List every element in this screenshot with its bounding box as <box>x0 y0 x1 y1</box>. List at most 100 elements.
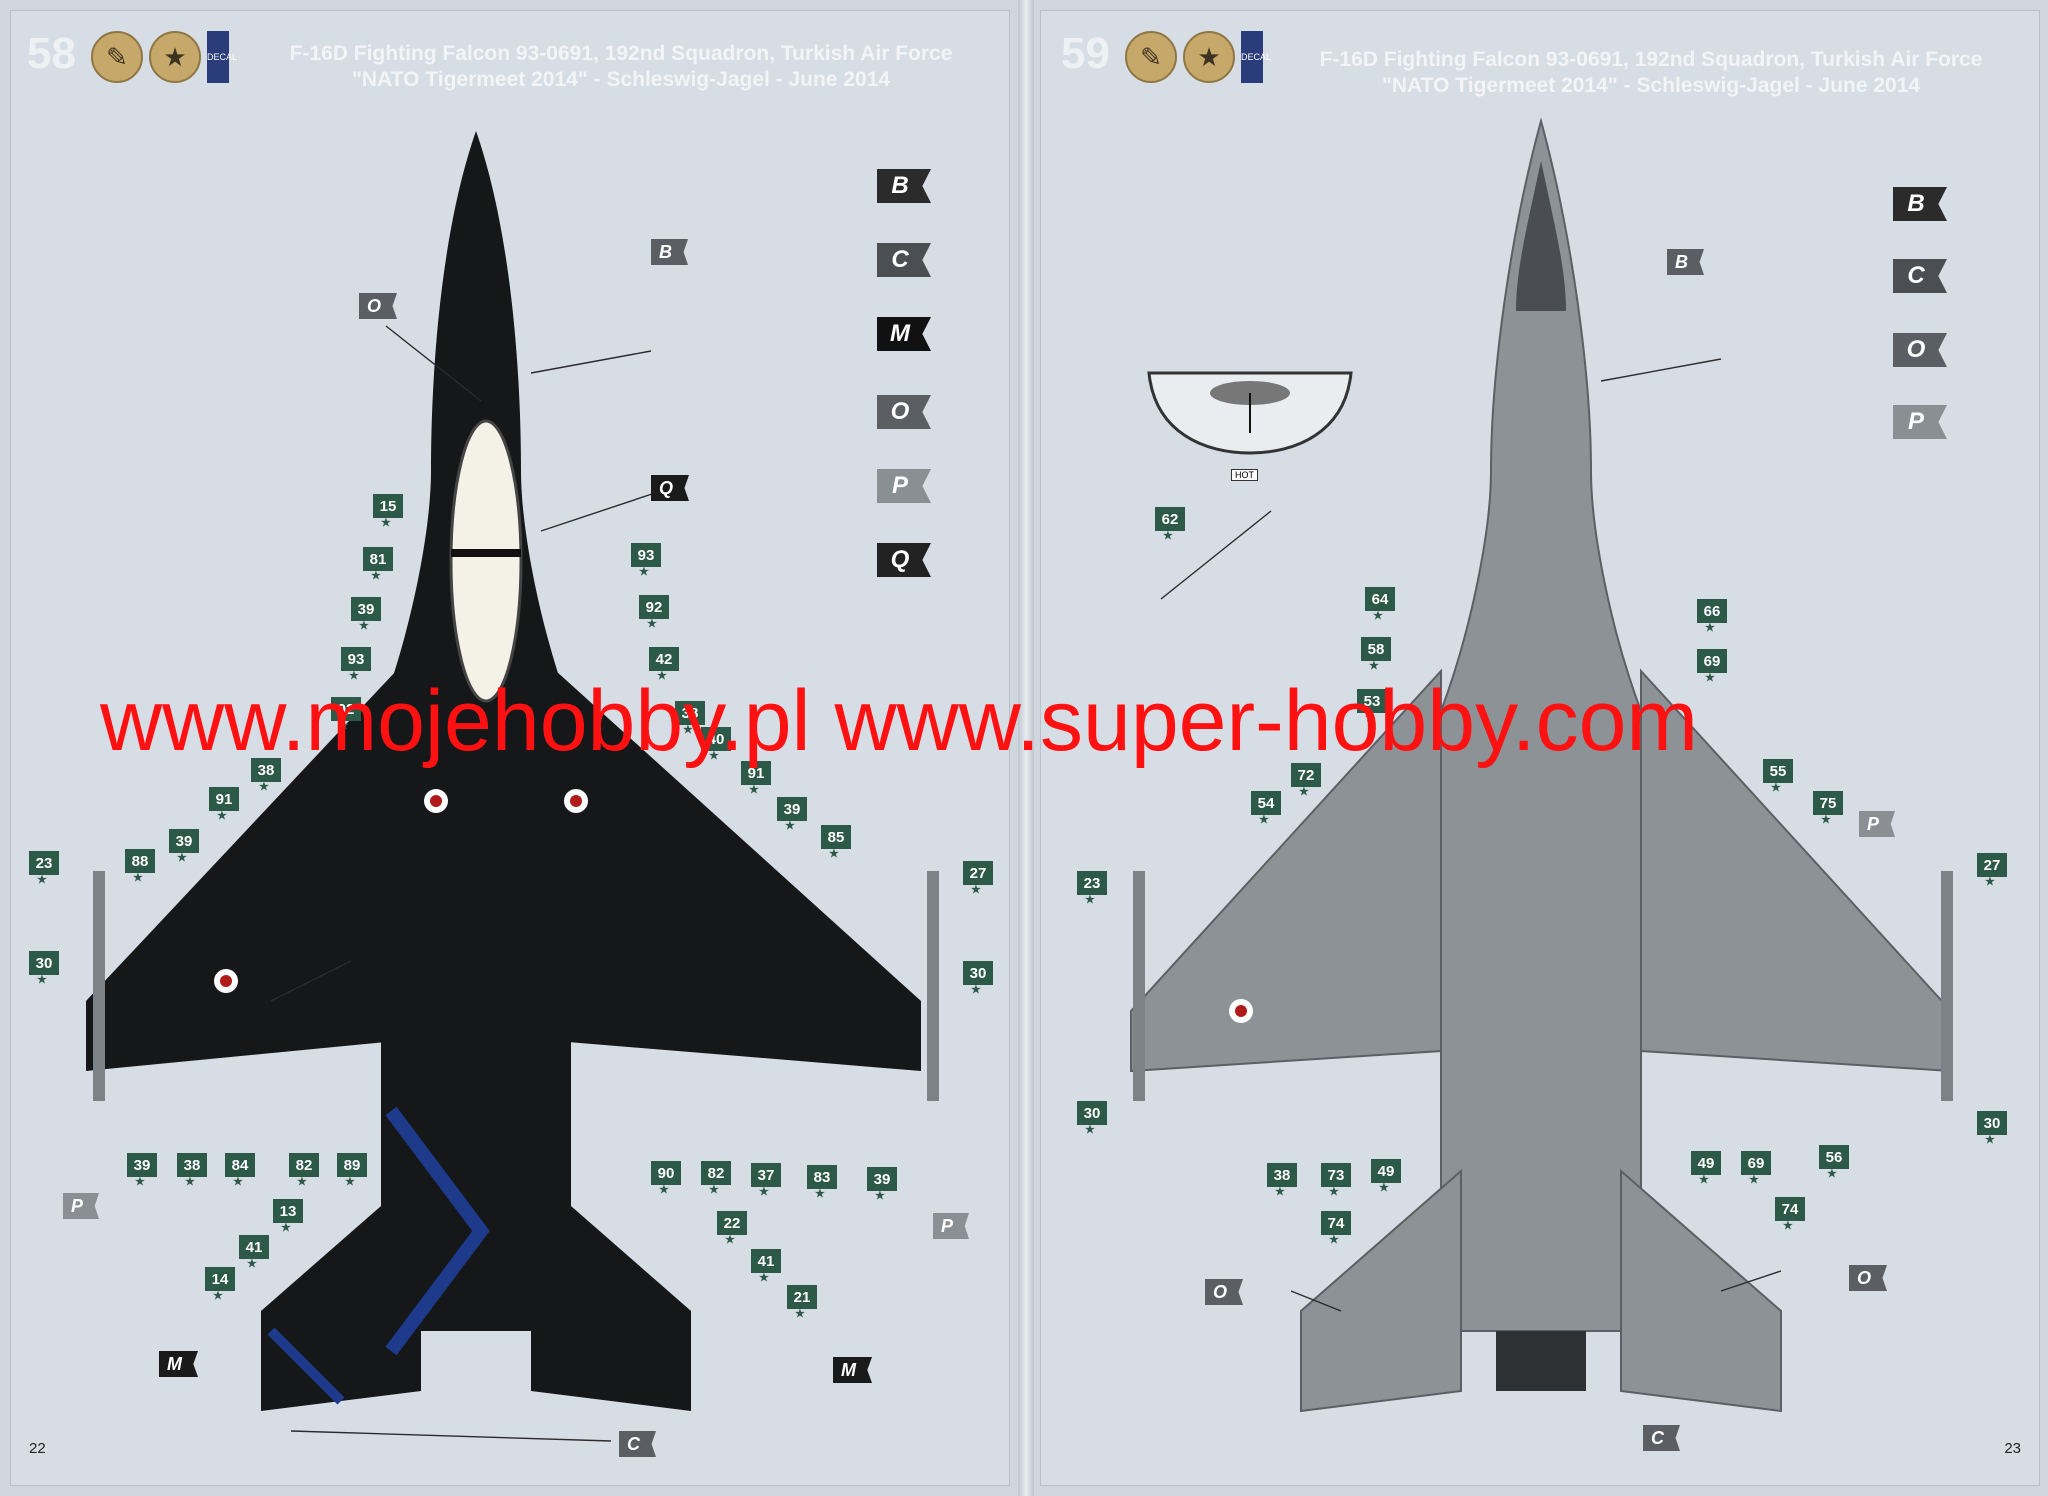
brush-icon: ✎ <box>1125 31 1177 83</box>
decal-number: 82 <box>701 1161 731 1196</box>
roundel <box>214 969 238 993</box>
decal-number: 37 <box>751 1163 781 1198</box>
decal-number: 56 <box>1819 1145 1849 1180</box>
leader-line <box>1600 358 1722 382</box>
decal-number: 30 <box>1977 1111 2007 1146</box>
decal-number: 40 <box>701 727 731 762</box>
decal-number: 30 <box>1077 1101 1107 1136</box>
callout-b: B <box>651 239 688 265</box>
leader-line <box>290 1430 612 1442</box>
aircraft-top-view <box>86 131 939 1442</box>
left-stabilizer <box>261 1171 421 1411</box>
left-stabilizer <box>1300 1168 1462 1413</box>
brush-icon: ✎ <box>91 31 143 83</box>
decal-number: 82 <box>289 1153 319 1188</box>
decal-number: 93 <box>631 543 661 578</box>
paint-flag-b: B <box>877 169 931 203</box>
paint-flag-p: P <box>1893 405 1947 439</box>
decal-number: 15 <box>373 494 403 529</box>
decal-number: 92 <box>639 595 669 630</box>
decal-number: 55 <box>1763 759 1793 794</box>
decal-number: 41 <box>239 1235 269 1270</box>
star-icon: ★ <box>1183 31 1235 83</box>
inset-detail <box>1147 371 1353 455</box>
aircraft-bottom-view <box>1130 117 1953 1413</box>
book-spine <box>1018 0 1034 1496</box>
callout-q: Q <box>651 475 690 501</box>
decal-number: 13 <box>273 1199 303 1234</box>
callout-b: B <box>1667 249 1704 275</box>
step-number: 59 <box>1061 29 1110 78</box>
roundel <box>564 789 588 813</box>
decal-number: 39 <box>351 597 381 632</box>
canopy-frame <box>451 549 521 557</box>
title-line-1: F-16D Fighting Falcon 93-0691, 192nd Squ… <box>289 42 953 65</box>
decal-number: 73 <box>1321 1163 1351 1198</box>
callout-p-right: P <box>933 1213 970 1239</box>
paint-flag-c: C <box>877 243 931 277</box>
decal-icon: DECAL <box>1241 31 1271 83</box>
decal-number: 22 <box>717 1211 747 1246</box>
callout-o: O <box>359 293 398 319</box>
paint-flag-o: O <box>1893 333 1947 367</box>
decal-number: 93 <box>341 647 371 682</box>
paint-flag-q: Q <box>877 543 931 577</box>
page-number: 22 <box>29 1440 46 1457</box>
page-title: F-16D Fighting Falcon 93-0691, 192nd Squ… <box>251 41 991 93</box>
title-line-2: "NATO Tigermeet 2014" - Schleswig-Jagel … <box>351 68 891 91</box>
step-icons: ✎ ★ DECAL <box>91 31 237 83</box>
blue-stripe <box>385 1106 490 1356</box>
star-icon: ★ <box>149 31 201 83</box>
decal-number: 66 <box>1697 599 1727 634</box>
leader-line <box>1160 510 1272 600</box>
roundel <box>424 789 448 813</box>
decal-number: 27 <box>963 861 993 896</box>
decal-number: 41 <box>751 1249 781 1284</box>
paint-flag-b: B <box>1893 187 1947 221</box>
left-page: 58 ✎ ★ DECAL F-16D Fighting Falcon 93-06… <box>10 10 1010 1486</box>
decal-number: 21 <box>787 1285 817 1320</box>
decal-number: 39 <box>127 1153 157 1188</box>
decal-number: 89 <box>337 1153 367 1188</box>
right-stabilizer <box>1620 1168 1782 1413</box>
decal-number: 83 <box>807 1165 837 1200</box>
decal-number: 38 <box>1267 1163 1297 1198</box>
decal-number: 69 <box>1697 649 1727 684</box>
paint-flag-c: C <box>1893 259 1947 293</box>
decal-number: 81 <box>363 547 393 582</box>
leader-line <box>1290 1290 1342 1312</box>
decal-number: 90 <box>651 1161 681 1196</box>
decal-number: 27 <box>1977 853 2007 888</box>
decal-number: 53 <box>1357 689 1387 724</box>
decal-number: 39 <box>867 1167 897 1202</box>
callout-p: P <box>1859 811 1896 837</box>
decal-number: 39 <box>777 797 807 832</box>
decal-number: 58 <box>1361 637 1391 672</box>
decal-number: 38 <box>675 701 705 736</box>
decal-number: 72 <box>1291 763 1321 798</box>
leader-line <box>530 350 652 374</box>
decal-number: 23 <box>1077 871 1107 906</box>
decal-number: 74 <box>1321 1211 1351 1246</box>
fuselage <box>381 131 571 1331</box>
callout-p-left: P <box>63 1193 100 1219</box>
callout-o-left: O <box>1205 1279 1244 1305</box>
roundel <box>1229 999 1253 1023</box>
decal-number: 39 <box>169 829 199 864</box>
callout-m-left: M <box>159 1351 198 1377</box>
callout-m-right: M <box>833 1357 872 1383</box>
decal-number: 75 <box>1813 791 1843 826</box>
right-wingtip-rail <box>1941 871 1953 1101</box>
decal-number: 49 <box>1371 1159 1401 1194</box>
decal-number: 14 <box>205 1267 235 1302</box>
leader-line <box>385 325 482 402</box>
callout-c: C <box>619 1431 656 1457</box>
leader-line <box>540 490 662 532</box>
title-line-1: F-16D Fighting Falcon 93-0691, 192nd Squ… <box>1319 48 1983 71</box>
decal-number: 84 <box>225 1153 255 1188</box>
watermark-text: www.mojehobby.pl www.super-hobby.com <box>100 673 1699 769</box>
decal-number: 38 <box>177 1153 207 1188</box>
decal-number: 62 <box>1155 507 1185 542</box>
left-wingtip-rail <box>93 871 105 1101</box>
decal-number: 23 <box>29 851 59 886</box>
